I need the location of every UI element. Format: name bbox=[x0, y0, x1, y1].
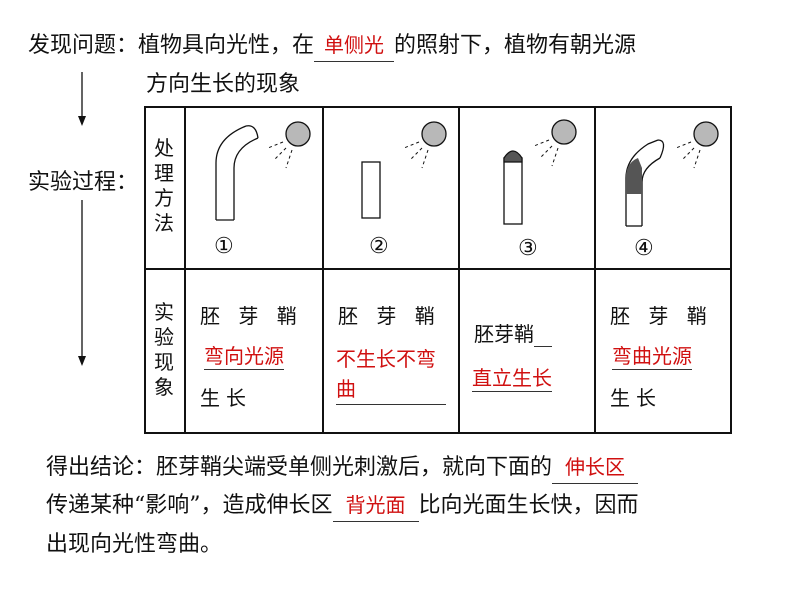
diagram-2 bbox=[361, 121, 447, 219]
result-1-blank: 弯向光源 bbox=[204, 340, 284, 370]
diagram-number-4: ④ bbox=[634, 236, 654, 261]
result-3-prefix: 胚芽鞘 bbox=[474, 322, 534, 346]
result-4-answer: 弯曲光源 bbox=[612, 340, 692, 370]
conclusion-text-4: 出现向光性弯曲。 bbox=[46, 532, 223, 557]
light-bulb-icon bbox=[551, 119, 577, 145]
conclusion-text-1: 得出结论：胚芽鞘尖端受单侧光刺激后，就向下面的 bbox=[46, 455, 553, 480]
result-3-blank: 直立生长 bbox=[472, 362, 552, 392]
method-diagrams bbox=[215, 119, 719, 227]
process-label: 实验过程： bbox=[28, 170, 139, 195]
problem-text-2: 的照射下，植物有朝光源 bbox=[394, 33, 637, 58]
result-2-prefix: 胚 芽 鞘 bbox=[338, 304, 441, 328]
result-1-prefix: 胚 芽 鞘 bbox=[200, 304, 303, 328]
problem-line-1: 发现问题：植物具向光性，在单侧光的照射下，植物有朝光源 bbox=[28, 30, 636, 62]
conclusion-line-2: 传递某种“影响”，造成伸长区背光面比向光面生长快，因而 bbox=[46, 490, 639, 522]
result-2-blank: 不生长不弯曲 bbox=[336, 344, 446, 406]
conclusion-line-1: 得出结论：胚芽鞘尖端受单侧光刺激后，就向下面的伸长区 bbox=[46, 452, 639, 484]
conclusion-answer-2: 背光面 bbox=[345, 493, 406, 517]
diagram-number-1: ① bbox=[214, 234, 234, 259]
result-1-answer: 弯向光源 bbox=[204, 340, 284, 370]
result-4-prefix: 胚 芽 鞘 bbox=[610, 304, 713, 328]
diagram-3 bbox=[503, 119, 577, 225]
conclusion-text-2: 传递某种“影响”，造成伸长区 bbox=[46, 493, 333, 518]
light-bulb-icon bbox=[285, 121, 311, 147]
problem-text-3: 方向生长的现象 bbox=[146, 72, 301, 97]
result-4-blank: 弯曲光源 bbox=[612, 340, 692, 370]
diagram-number-3: ③ bbox=[518, 236, 538, 261]
problem-answer: 单侧光 bbox=[324, 33, 385, 57]
result-3-prefix-wrap: 胚芽鞘 bbox=[474, 318, 552, 347]
row-header-method: 处理方法 bbox=[154, 136, 174, 235]
conclusion-blank-1: 伸长区 bbox=[552, 452, 639, 484]
result-2-answer: 不生长不弯曲 bbox=[336, 344, 446, 405]
light-bulb-icon bbox=[421, 121, 447, 147]
problem-blank: 单侧光 bbox=[314, 30, 395, 62]
conclusion-text-3: 比向光面生长快，因而 bbox=[418, 493, 639, 518]
conclusion-blank-2: 背光面 bbox=[332, 490, 419, 522]
result-4-suffix: 生长 bbox=[610, 386, 662, 410]
problem-label: 发现问题： bbox=[28, 33, 139, 58]
flow-arrows bbox=[78, 72, 86, 366]
result-1-suffix: 生长 bbox=[200, 386, 252, 410]
row-header-result: 实验现象 bbox=[154, 300, 174, 399]
result-3-answer: 直立生长 bbox=[472, 362, 552, 392]
conclusion-answer-1: 伸长区 bbox=[565, 455, 626, 479]
problem-text-1: 植物具向光性，在 bbox=[138, 33, 315, 58]
diagram-4 bbox=[625, 121, 719, 227]
diagram-number-2: ② bbox=[369, 234, 389, 259]
light-bulb-icon bbox=[693, 121, 719, 147]
diagram-1 bbox=[215, 121, 311, 221]
